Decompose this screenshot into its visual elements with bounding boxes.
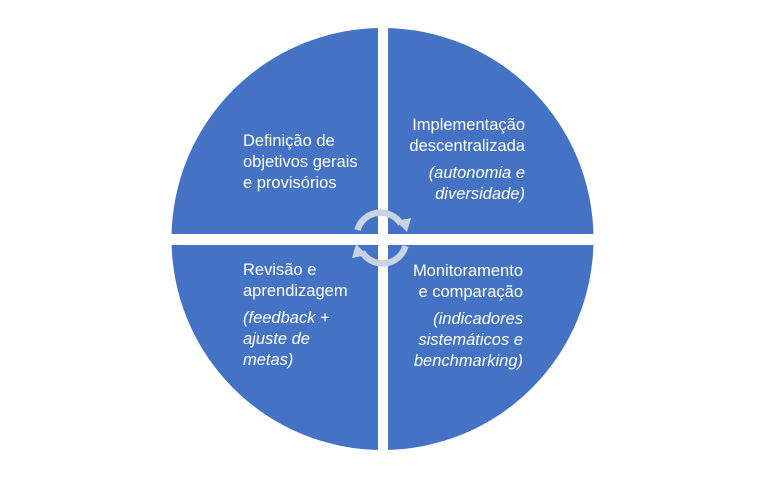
- quadrant-subtitle: (indicadores sistemáticos e benchmarking…: [392, 309, 523, 372]
- quadrant-subtitle-line: metas): [243, 351, 294, 369]
- quadrant-title-line: aprendizagem: [243, 282, 348, 300]
- quadrant-label-implementacao: Implementação descentralizada (autonomia…: [392, 115, 525, 205]
- quadrant-title-line: Monitoramento: [412, 262, 523, 280]
- quadrant-subtitle: (feedback + ajuste de metas): [243, 308, 348, 371]
- cycle-arrows-icon: [352, 209, 411, 267]
- quadrant-subtitle-line: diversidade): [435, 185, 525, 203]
- quadrant-subtitle-line: ajuste de: [243, 330, 310, 348]
- quadrant-top-left: [171, 28, 378, 234]
- quadrant-title-line: e provisórios: [243, 174, 337, 192]
- quadrant-title-line: Implementação: [412, 116, 525, 134]
- quadrant-subtitle: (autonomia e diversidade): [392, 163, 525, 205]
- quadrant-title-line: e comparação: [418, 283, 523, 301]
- quadrant-subtitle-line: (indicadores: [433, 310, 523, 328]
- quadrant-label-definicao: Definição de objetivos gerais e provisór…: [243, 131, 358, 194]
- quadrant-subtitle-line: benchmarking): [413, 352, 523, 370]
- quadrant-subtitle-line: (feedback +: [243, 309, 330, 327]
- quadrant-title-line: Revisão e: [243, 261, 317, 279]
- quadrant-subtitle-line: sistemáticos e: [418, 331, 523, 349]
- quadrant-title-line: objetivos gerais: [243, 153, 358, 171]
- quadrant-title-line: descentralizada: [409, 137, 525, 155]
- quadrant-label-revisao: Revisão e aprendizagem (feedback + ajust…: [243, 260, 348, 371]
- quadrant-subtitle-line: (autonomia e: [428, 164, 525, 182]
- quadrant-label-monitoramento: Monitoramento e comparação (indicadores …: [392, 261, 523, 372]
- quadrant-title-line: Definição de: [243, 132, 335, 150]
